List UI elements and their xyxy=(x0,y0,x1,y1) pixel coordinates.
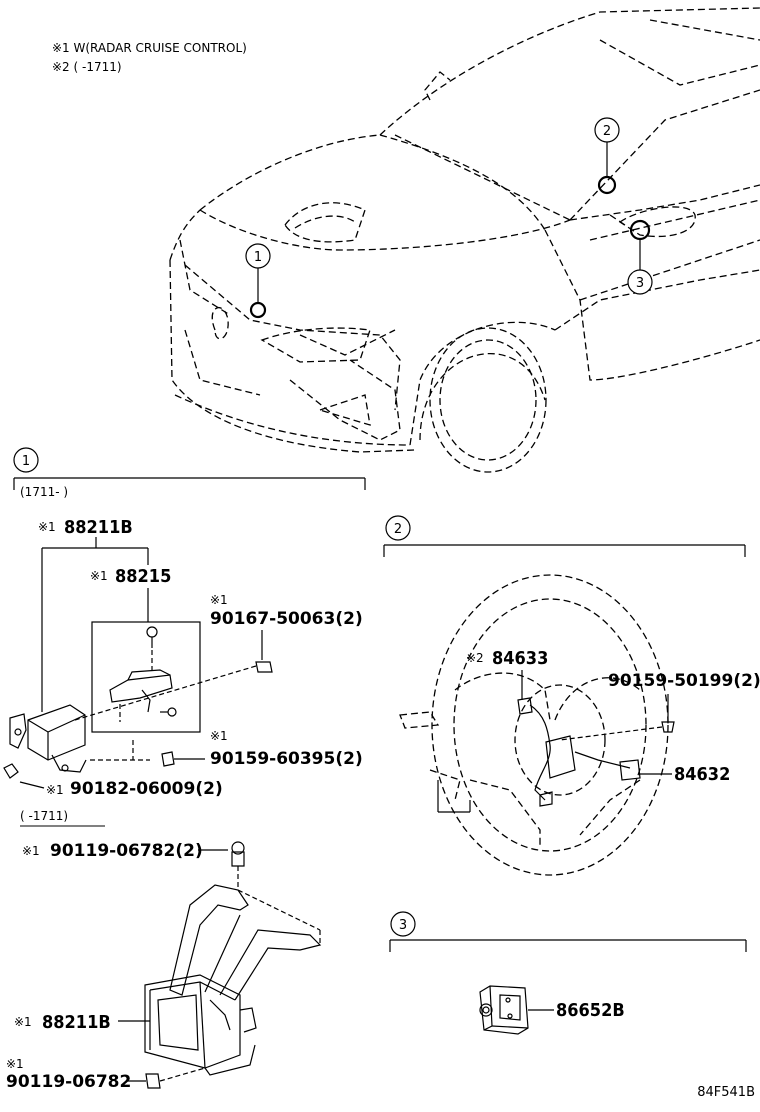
section-1-range-old: ( -1711) xyxy=(20,809,68,823)
harness-84633-drawing xyxy=(517,697,641,807)
bolt-90119-lower-drawing xyxy=(126,1067,206,1089)
part-88211b-old-number: 88211B xyxy=(42,1012,111,1033)
old-bracket-drawing xyxy=(169,884,322,1001)
illustration-ref-code: 84F541B xyxy=(697,1085,755,1100)
section-2-number: 2 xyxy=(394,522,402,537)
bolt-90159-50199-drawing xyxy=(559,694,675,741)
part-90119-06782-2-number: 90119-06782(2) xyxy=(50,841,203,861)
part-86652b-number: 86652B xyxy=(556,1000,625,1021)
car-callout-1 xyxy=(245,243,271,319)
car-callout-1-label: 1 xyxy=(254,250,262,265)
part-90159-60395-number: 90159-60395(2) xyxy=(210,749,363,769)
leader-88215 xyxy=(91,588,201,733)
sensor-86652b-drawing xyxy=(479,985,529,1035)
leader-90182 xyxy=(19,781,45,789)
part-90167-number: 90167-50063(2) xyxy=(210,609,363,629)
part-90159-50199-number: 90159-50199(2) xyxy=(608,671,760,691)
part-90119-06782-mark: ※1 xyxy=(6,1057,24,1071)
part-84632-number: 84632 xyxy=(674,764,730,785)
note-radar-cruise: ※1 W(RADAR CRUISE CONTROL) xyxy=(52,41,247,55)
part-90119-06782-number: 90119-06782 xyxy=(6,1072,131,1092)
bolt-90119-upper-drawing xyxy=(198,841,245,888)
part-84633-mark: ※2 xyxy=(466,651,484,665)
part-88211b-old-mark: ※1 xyxy=(14,1015,32,1029)
section-1-header xyxy=(13,447,366,490)
car-callout-3 xyxy=(627,219,653,295)
section-1-range-new: (1711- ) xyxy=(20,485,68,499)
section-3-number: 3 xyxy=(399,918,407,933)
part-84633-number: 84633 xyxy=(492,648,548,669)
section-2-header xyxy=(383,515,746,557)
car-callout-3-label: 3 xyxy=(636,276,644,291)
part-88211b-new-mark: ※1 xyxy=(38,520,56,534)
part-90119-06782-2-mark: ※1 xyxy=(22,844,40,858)
bolt-90159-60395-drawing xyxy=(161,751,205,767)
part-90182-number: 90182-06009(2) xyxy=(70,779,223,799)
car-callout-2 xyxy=(594,117,620,195)
steering-bracket-lines xyxy=(437,780,471,813)
car-callout-2-label: 2 xyxy=(603,124,611,139)
part-90167-mark: ※1 xyxy=(210,593,228,607)
section-3-header xyxy=(389,911,747,952)
part-88215-mark: ※1 xyxy=(90,569,108,583)
part-90182-mark: ※1 xyxy=(46,783,64,797)
radar-sensor-drawing xyxy=(3,704,150,779)
section-1-number: 1 xyxy=(22,454,30,469)
bolt-90167-drawing xyxy=(74,630,273,721)
old-sensor-drawing xyxy=(144,974,257,1076)
car-illustration xyxy=(169,7,760,473)
note-range: ※2 ( -1711) xyxy=(52,60,122,74)
part-88211b-new-number: 88211B xyxy=(64,517,133,538)
part-90159-60395-mark: ※1 xyxy=(210,729,228,743)
leader-88211b-new xyxy=(41,537,149,712)
steering-wheel-drawing xyxy=(399,574,669,876)
bracket-88215-drawing xyxy=(109,626,177,722)
part-88215-number: 88215 xyxy=(115,566,171,587)
